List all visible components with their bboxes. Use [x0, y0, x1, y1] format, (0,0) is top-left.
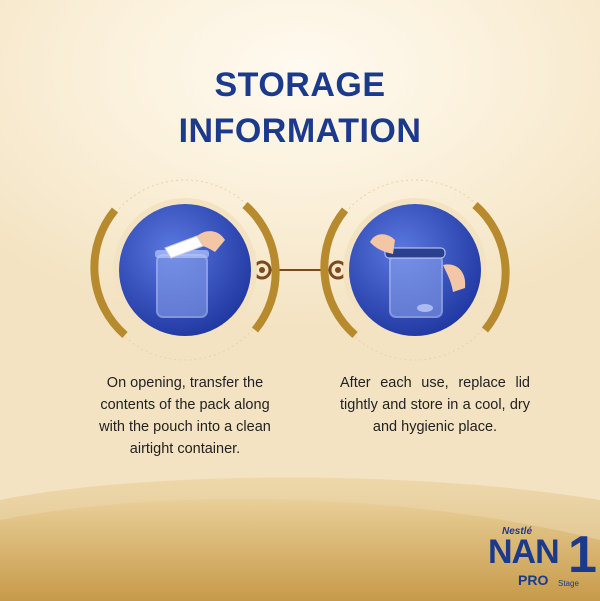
step-1-caption: On opening, transfer the contents of the… [99, 375, 271, 457]
brand-logo: Nestlé NAN PRO 1 Stage [488, 517, 598, 601]
logo-stage-label: Stage [558, 579, 579, 588]
logo-sub: PRO [518, 572, 549, 588]
close-container-lid-icon [320, 179, 510, 361]
step-2-illustration [315, 170, 515, 370]
logo-stage-number: 1 [568, 526, 597, 584]
logo-brand-small: Nestlé [502, 526, 533, 537]
logo-name: NAN [488, 533, 560, 571]
step-1-illustration [85, 170, 285, 370]
pouch-into-container-icon [90, 179, 280, 361]
step-2-caption: After each use, replace lid tightly and … [340, 375, 530, 435]
page-title: STORAGE INFORMATION [178, 66, 422, 150]
